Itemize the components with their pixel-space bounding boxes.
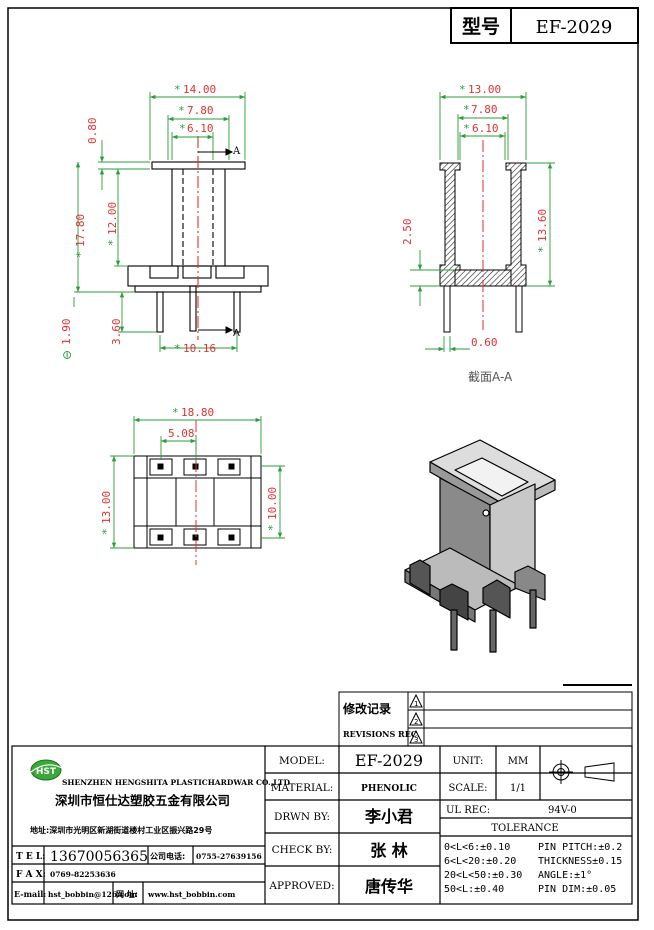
logo-text: HST xyxy=(36,767,57,777)
model-value-top: EF-2029 xyxy=(536,17,613,38)
tolerance-right-1: PIN PITCH:±0.2 xyxy=(538,842,622,853)
isometric-view xyxy=(404,439,556,653)
tolerance-left-1: 0<L<6:±0.10 xyxy=(444,842,510,853)
top-title-box: 型号 EF-2029 xyxy=(450,7,639,44)
model-label: MODEL: xyxy=(279,755,325,767)
circle-symbol: ⊖ xyxy=(60,350,74,360)
section-view xyxy=(439,140,527,333)
web-label: 网 址: xyxy=(116,889,138,899)
approved-label: APPROVED: xyxy=(268,880,334,892)
unit-value: MM xyxy=(508,756,528,767)
dim-section-inner-width: 7.80 xyxy=(471,103,498,116)
company-phone-value: 0755-27639156 xyxy=(196,852,262,861)
dim-pin-diameter: 1.90 xyxy=(60,319,73,346)
tolerance-title: TOLERANCE xyxy=(491,823,558,834)
material-value: PHENOLIC xyxy=(361,784,417,794)
star-mark: * xyxy=(459,83,466,96)
tolerance-right-4: PIN DIM:±0.05 xyxy=(538,884,616,895)
model-label-cn: 型号 xyxy=(462,15,500,38)
tolerance-left-2: 6<L<20:±0.20 xyxy=(444,856,516,867)
star-mark: * xyxy=(172,406,179,419)
bottom-view-dims xyxy=(110,416,285,549)
star-mark: * xyxy=(74,251,87,258)
star-mark: * xyxy=(106,239,119,246)
front-view xyxy=(127,136,269,340)
approved-value: 唐传华 xyxy=(365,877,413,896)
revision-mark-1: 1 xyxy=(414,700,418,708)
dim-front-core-width: 6.10 xyxy=(187,122,214,135)
revision-table xyxy=(338,684,633,747)
scale-label: SCALE: xyxy=(448,783,487,794)
star-mark: * xyxy=(266,524,279,531)
web-value: www.hst_bobbin.com xyxy=(147,890,235,899)
revision-label-en: REVISIONS REC. xyxy=(343,729,420,739)
check-label: CHECK BY: xyxy=(272,844,333,856)
dim-pin-length: 3.60 xyxy=(110,319,123,346)
company-address: 地址:深圳市光明区新湖街道楼村工业区振兴路29号 xyxy=(30,825,212,835)
dim-section-base-height: 2.50 xyxy=(401,219,414,246)
drawn-value: 李小君 xyxy=(364,807,413,826)
tolerance-left-3: 20<L<50:±0.30 xyxy=(444,870,522,881)
ul-value: 94V-0 xyxy=(548,805,577,816)
company-name-cn: 深圳市恒仕达塑胶五金有限公司 xyxy=(55,793,230,808)
fax-label: F A X: xyxy=(16,870,46,880)
sheet-border xyxy=(7,7,639,921)
projection-symbol xyxy=(549,760,615,784)
ul-label: UL REC: xyxy=(446,805,490,816)
section-view-dims xyxy=(410,92,555,352)
company-name-en: SHENZHEN HENGSHITA PLASTICHARDWAR CO.,LT… xyxy=(62,778,290,787)
dim-bottom-inner-depth: 10.00 xyxy=(266,487,279,520)
star-mark: * xyxy=(174,83,181,96)
dim-winding-height: 12.00 xyxy=(106,202,119,235)
check-value: 张 林 xyxy=(370,841,408,860)
bottom-view xyxy=(133,420,262,565)
star-mark: * xyxy=(463,103,470,116)
section-marker-bottom: A xyxy=(233,328,240,339)
dim-section-core-width: 6.10 xyxy=(472,122,499,135)
star-mark: * xyxy=(463,122,470,135)
title-block-grid xyxy=(11,745,633,905)
dim-bottom-width: 18.80 xyxy=(181,406,214,419)
section-marker-top: A xyxy=(232,146,241,157)
revision-mark-2: 2 xyxy=(414,718,418,726)
front-view-dims xyxy=(73,92,246,352)
star-mark: * xyxy=(174,342,181,355)
drawn-label: DRWN BY: xyxy=(274,811,330,823)
tel-label: T E L: xyxy=(16,852,45,862)
dim-total-height: 17.80 xyxy=(74,214,87,247)
dim-bottom-depth: 13.00 xyxy=(100,491,113,524)
star-mark: * xyxy=(179,122,186,135)
dim-front-width: 14.00 xyxy=(183,83,216,96)
star-mark: * xyxy=(178,104,185,117)
dim-section-height: 13.60 xyxy=(536,209,549,242)
scale-value: 1/1 xyxy=(510,783,526,794)
dim-section-wall: 0.60 xyxy=(471,336,498,349)
revision-label-cn: 修改记录 xyxy=(342,701,391,716)
email-label: E-mail: xyxy=(14,889,46,899)
dim-flange-thickness: 0.80 xyxy=(86,118,99,145)
dim-front-inner-width: 7.80 xyxy=(187,104,214,117)
tolerance-right-2: THICKNESS±0.15 xyxy=(538,856,622,867)
dim-bottom-pin-spacing: 5.08 xyxy=(168,427,195,440)
material-label: MATERIAL: xyxy=(271,782,334,794)
company-phone-label: 公司电话: xyxy=(150,851,185,861)
star-mark: * xyxy=(100,528,113,535)
company-logo: HST xyxy=(30,759,63,781)
tel-value: 13670056365 xyxy=(50,849,148,865)
star-mark: * xyxy=(536,246,549,253)
dim-pin-spacing: 10.16 xyxy=(183,342,216,355)
fax-value: 0769-82253636 xyxy=(50,870,116,879)
tolerance-left-4: 50<L:±0.40 xyxy=(444,884,504,895)
model-value: EF-2029 xyxy=(355,751,423,770)
revision-mark-3: 3 xyxy=(414,736,418,744)
tolerance-right-3: ANGLE:±1° xyxy=(538,870,592,881)
email-value: hst_bobbin@126.com xyxy=(48,890,137,899)
unit-label: UNIT: xyxy=(453,756,484,767)
section-cut-marker xyxy=(198,148,234,334)
dim-section-width: 13.00 xyxy=(468,83,501,96)
section-label: 截面A-A xyxy=(468,370,513,384)
